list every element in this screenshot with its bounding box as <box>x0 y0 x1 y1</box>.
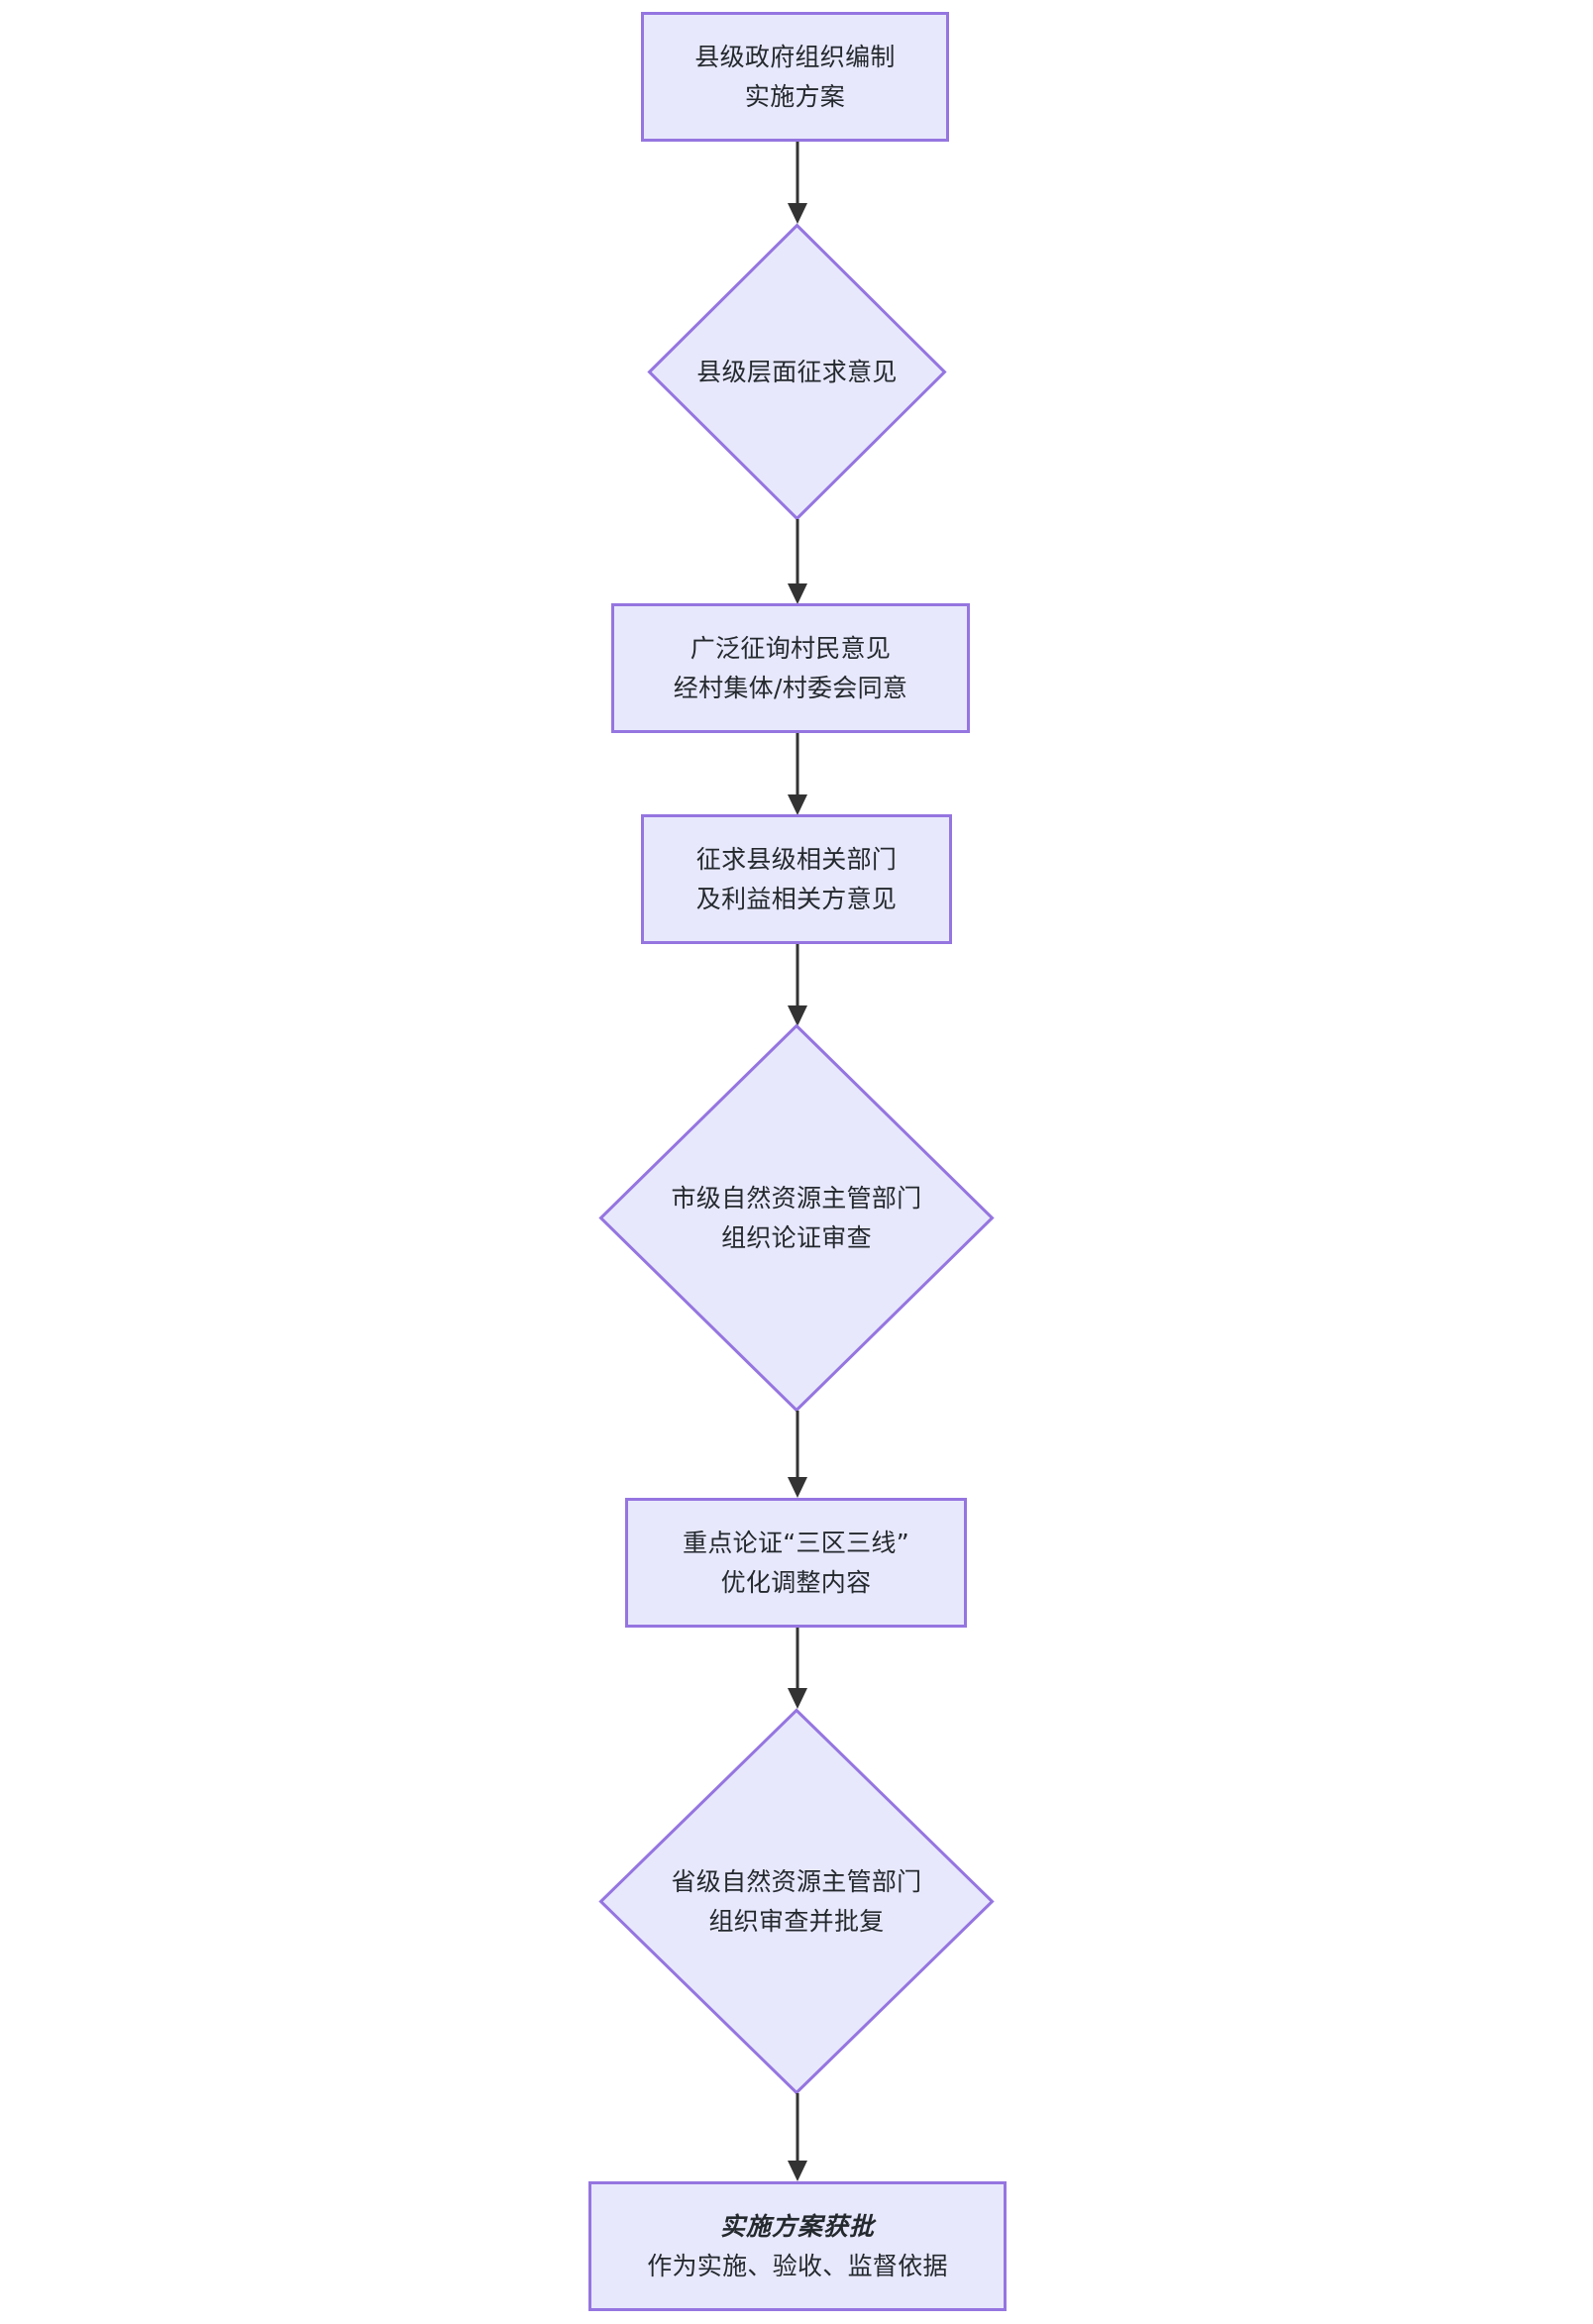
flow-node-label-1: 县级政府组织编制 实施方案 <box>694 42 896 111</box>
diamond-shape-2 <box>648 224 946 520</box>
flow-node-rectangle-1[interactable]: 县级政府组织编制 实施方案 <box>641 12 949 142</box>
flow-edge-4-5 <box>788 944 807 1026</box>
flow-node-rectangle-3[interactable]: 广泛征询村民意见 经村集体/村委会同意 <box>611 603 970 733</box>
flow-edge-5-6 <box>788 1411 807 1498</box>
flow-edge-6-7 <box>788 1628 807 1709</box>
diamond-shape-5 <box>599 1024 994 1412</box>
flow-node-diamond-5[interactable]: 市级自然资源主管部门 组织论证审查 <box>599 1024 994 1412</box>
flow-edge-3-4 <box>788 733 807 815</box>
flow-node-subline-8: 作为实施、验收、监督依据 <box>647 2251 948 2280</box>
diamond-shape-7 <box>599 1709 994 2094</box>
flow-node-label-4: 征求县级相关部门 及利益相关方意见 <box>695 844 898 913</box>
flow-node-diamond-7[interactable]: 省级自然资源主管部门 组织审查并批复 <box>599 1709 994 2094</box>
flow-node-rectangle-4[interactable]: 征求县级相关部门 及利益相关方意见 <box>641 814 952 944</box>
flow-node-diamond-2[interactable]: 县级层面征求意见 <box>648 224 946 520</box>
flow-edge-2-3 <box>788 519 807 604</box>
flow-node-label-6: 重点论证“三区三线” 优化调整内容 <box>683 1528 909 1597</box>
flow-node-rectangle-6[interactable]: 重点论证“三区三线” 优化调整内容 <box>625 1498 967 1628</box>
flow-node-headline-8: 实施方案获批 <box>719 2211 875 2241</box>
flow-node-label-8: 实施方案获批 作为实施、验收、监督依据 <box>647 2207 948 2286</box>
flow-node-label-3: 广泛征询村民意见 经村集体/村委会同意 <box>673 633 908 702</box>
flow-edge-7-8 <box>788 2093 807 2181</box>
flow-node-rectangle-8[interactable]: 实施方案获批 作为实施、验收、监督依据 <box>588 2181 1007 2311</box>
flow-edge-1-2 <box>788 142 807 224</box>
